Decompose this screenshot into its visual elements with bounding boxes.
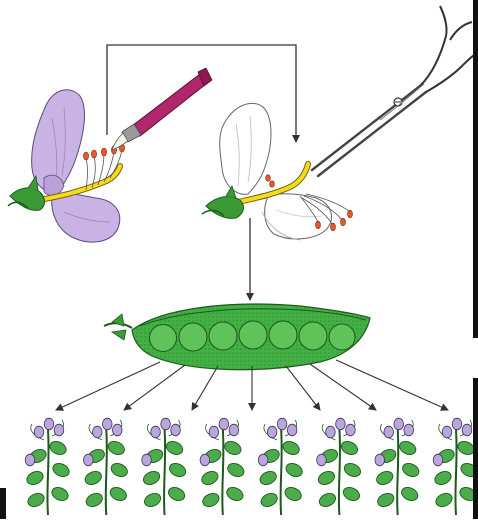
scan-edge-left — [0, 488, 6, 519]
scissors-icon — [312, 6, 476, 176]
pea-plant-icon — [258, 418, 304, 515]
offspring-arrows — [56, 360, 448, 410]
pea-plant-icon — [141, 418, 187, 515]
pea-pod-icon — [104, 304, 370, 370]
pea-plant-icon — [316, 418, 362, 515]
pea-plant-icon — [433, 418, 478, 515]
scan-edge-gap — [473, 338, 478, 378]
pea-plant-icon — [25, 418, 71, 515]
white-pea-flower-icon — [202, 103, 353, 240]
pea-plant-icon — [200, 418, 246, 515]
paintbrush-icon — [112, 68, 212, 150]
scan-edge-right — [473, 0, 478, 519]
pea-plant-icon — [83, 418, 129, 515]
pea-plant-icon — [374, 418, 420, 515]
offspring-plants — [25, 418, 478, 515]
